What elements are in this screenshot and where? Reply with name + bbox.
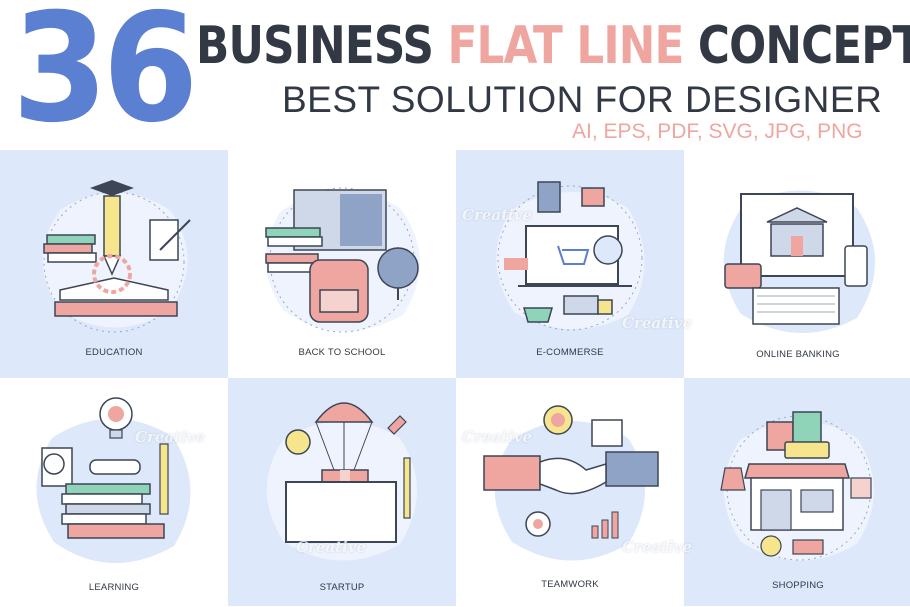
- watermark: Creative: [462, 206, 532, 224]
- watermark: Creative: [462, 428, 532, 446]
- tile-label-startup: STARTUP: [319, 582, 365, 593]
- tile-label-learning: LEARNING: [88, 582, 140, 593]
- tile-shopping: SHOPPING: [684, 378, 910, 606]
- title-part-flat-line: FLAT LINE: [447, 16, 684, 76]
- tile-label-shopping: SHOPPING: [772, 580, 824, 591]
- main-title: BUSINESS FLAT LINE CONCEPT: [196, 18, 910, 74]
- watermark: Creative: [622, 538, 692, 556]
- file-formats: AI, EPS, PDF, SVG, JPG, PNG: [572, 120, 863, 143]
- tile-label-teamwork: TEAMWORK: [541, 579, 599, 590]
- header: 36 BUSINESS FLAT LINE CONCEPT BEST SOLUT…: [0, 0, 910, 150]
- online-banking-illustration-icon: [723, 190, 875, 334]
- tile-education: EDUCATION: [0, 150, 228, 378]
- concept-grid: EDUCATION BACK TO SCHOOL: [0, 150, 910, 607]
- title-part-concept: CONCEPT: [697, 16, 910, 76]
- tile-ecommerce: E-COMMERSE: [456, 150, 684, 378]
- subtitle: BEST SOLUTION FOR DESIGNER: [282, 79, 883, 120]
- education-illustration-icon: [42, 180, 191, 333]
- back-to-school-illustration-icon: [265, 187, 420, 333]
- tile-label-education: EDUCATION: [85, 347, 143, 358]
- tile-label-ecommerce: E-COMMERSE: [536, 347, 604, 358]
- watermark: Creative: [622, 314, 692, 332]
- watermark: Creative: [135, 428, 205, 446]
- startup-illustration-icon: [266, 402, 417, 561]
- tile-back-to-school: BACK TO SCHOOL: [228, 150, 456, 378]
- teamwork-illustration-icon: [483, 405, 659, 561]
- icon-count-number: 36: [12, 0, 199, 156]
- tile-online-banking: ONLINE BANKING: [684, 150, 910, 378]
- shopping-illustration-icon: [720, 411, 874, 561]
- watermark: Creative: [296, 538, 366, 556]
- tile-startup: STARTUP: [228, 378, 456, 606]
- tile-teamwork: TEAMWORK: [456, 378, 684, 606]
- tile-learning: LEARNING: [0, 378, 228, 606]
- learning-illustration-icon: [36, 397, 191, 564]
- tile-label-online-banking: ONLINE BANKING: [756, 349, 840, 360]
- tile-label-back-to-school: BACK TO SCHOOL: [298, 347, 386, 358]
- title-part-business: BUSINESS: [196, 16, 434, 76]
- ecommerce-illustration-icon: [496, 181, 645, 331]
